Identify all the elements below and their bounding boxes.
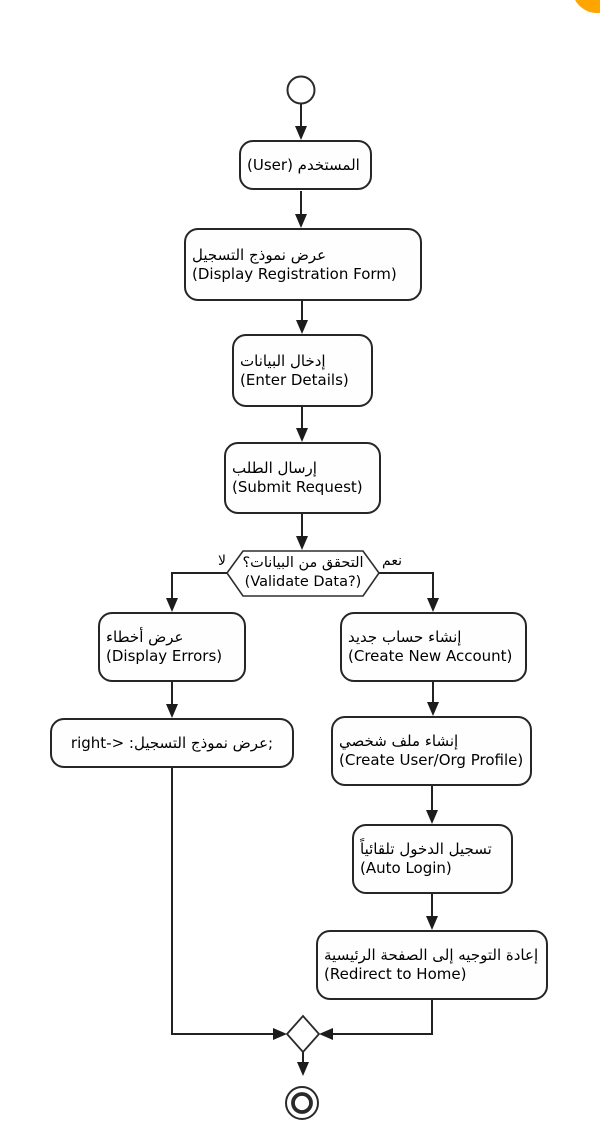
activity-label: المستخدم (User)	[247, 155, 360, 174]
decision-label-english: (Validate Data?)	[244, 574, 362, 590]
activity-label-arabic: إنشاء حساب جديد	[348, 628, 462, 646]
activity-label-english: (Create User/Org Profile)	[339, 751, 524, 769]
activity-label-arabic: عرض نموذج التسجيل	[192, 245, 327, 264]
start-node-icon	[286, 75, 316, 105]
activity-raw-syntax-text: right-> :عرض نموذج التسجيل;	[50, 718, 294, 768]
decision-validate-data: التحقق من البيانات؟ (Validate Data?)	[223, 554, 383, 592]
activity-label-english: (Auto Login)	[360, 859, 452, 877]
branch-label-no: لا	[218, 553, 226, 569]
activity-label: right-> :عرض نموذج التسجيل;	[70, 733, 274, 752]
activity-label-english: (Display Errors)	[106, 647, 223, 665]
decision-label-arabic: التحقق من البيانات؟	[242, 555, 364, 571]
activity-user: المستخدم (User)	[239, 140, 372, 190]
activity-label-arabic: عرض أخطاء	[106, 628, 184, 646]
activity-enter-details: إدخال البيانات (Enter Details)	[232, 334, 373, 407]
arrowheads	[166, 126, 439, 1076]
activity-label-english: (Create New Account)	[348, 647, 513, 665]
activity-auto-login: تسجيل الدخول تلقائياً (Auto Login)	[352, 824, 513, 894]
activity-label-arabic: إنشاء ملف شخصي	[339, 732, 459, 750]
activity-label-english: (Enter Details)	[240, 370, 349, 389]
activity-label-arabic: إرسال الطلب	[232, 459, 317, 477]
flow-lines	[171, 104, 434, 1062]
activity-label-arabic: إعادة التوجيه إلى الصفحة الرئيسية	[324, 946, 539, 964]
activity-label-english: (Display Registration Form)	[192, 264, 397, 283]
merge-diamond-icon	[285, 1014, 321, 1054]
activity-label-english: (Redirect to Home)	[324, 965, 467, 983]
activity-display-errors: عرض أخطاء (Display Errors)	[98, 612, 246, 682]
branch-label-yes: نعم	[382, 553, 402, 569]
end-node-icon	[285, 1086, 319, 1120]
activity-display-registration-form: عرض نموذج التسجيل (Display Registration …	[184, 228, 422, 301]
activity-label-english: (Submit Request)	[232, 478, 363, 496]
decision-hexagon	[226, 550, 380, 597]
activity-label-arabic: تسجيل الدخول تلقائياً	[360, 840, 492, 858]
activity-redirect-to-home: إعادة التوجيه إلى الصفحة الرئيسية (Redir…	[316, 930, 548, 1000]
activity-create-new-account: إنشاء حساب جديد (Create New Account)	[340, 612, 527, 682]
activity-submit-request: إرسال الطلب (Submit Request)	[224, 442, 381, 514]
activity-label-arabic: إدخال البيانات	[240, 351, 326, 370]
activity-create-user-org-profile: إنشاء ملف شخصي (Create User/Org Profile)	[331, 716, 532, 786]
